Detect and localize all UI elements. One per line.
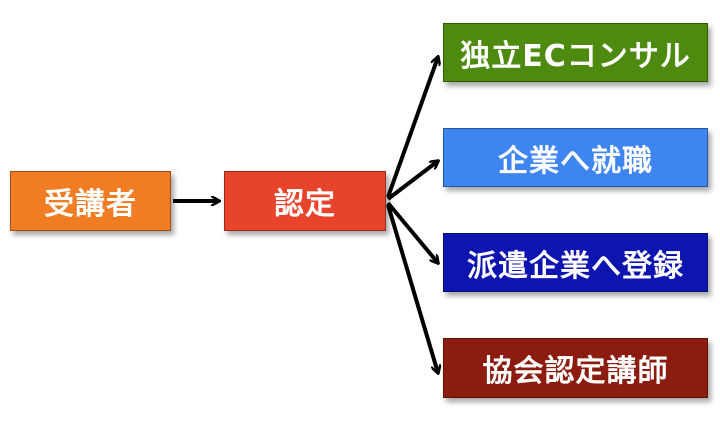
arrow-certification-to-instructor [386, 204, 438, 373]
arrow-certification-to-independent [386, 57, 438, 198]
dispatch-registration-box: 派遣企業へ登録 [443, 233, 708, 292]
arrow-certification-to-dispatch [386, 201, 438, 263]
company-employment-box: 企業へ就職 [443, 128, 708, 187]
certification-box: 認定 [224, 171, 386, 231]
association-instructor-box: 協会認定講師 [443, 338, 708, 398]
student-box: 受講者 [10, 171, 171, 231]
arrow-certification-to-employment [386, 161, 438, 201]
independent-ec-consultant-box: 独立ECコンサル [443, 23, 708, 82]
